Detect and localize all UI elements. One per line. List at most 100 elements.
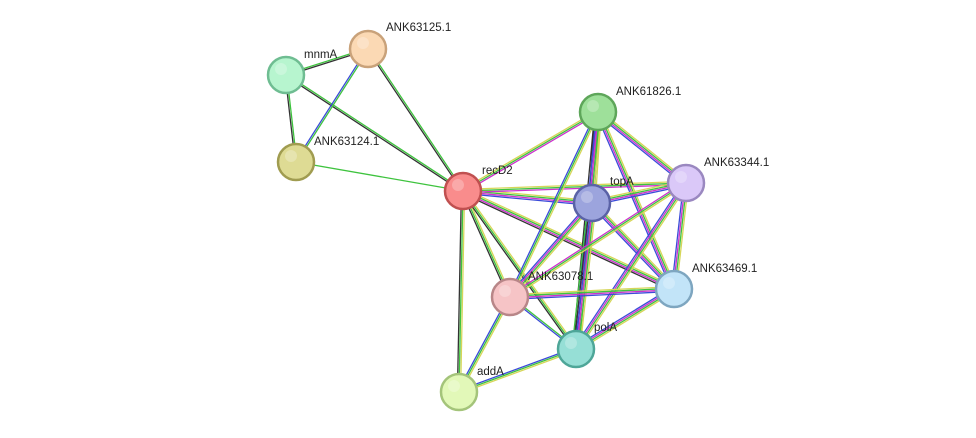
edge-recD2-ANK63469.1[interactable] <box>461 188 676 292</box>
node-label-recD2: recD2 <box>482 165 513 177</box>
edge-evidence-line <box>463 112 600 193</box>
node-label-topA: topA <box>610 176 634 188</box>
edge-polA-addA[interactable] <box>458 346 577 395</box>
edge-recD2-ANK61826.1[interactable] <box>461 110 600 193</box>
edge-evidence-line <box>459 349 577 395</box>
node-topA[interactable] <box>572 183 612 223</box>
edge-ANK61826.1-ANK63469.1[interactable] <box>595 110 677 291</box>
edge-evidence-line <box>458 348 577 393</box>
edge-evidence-line <box>574 286 674 348</box>
edge-evidence-line <box>511 204 595 300</box>
edge-evidence-line <box>458 346 576 392</box>
edge-evidence-line <box>462 111 599 192</box>
edge-evidence-line <box>509 287 674 297</box>
edge-evidence-line <box>510 203 594 298</box>
node-highlight <box>587 100 599 112</box>
edge-ANK63124.1-recD2[interactable] <box>295 161 464 192</box>
node-highlight <box>499 285 511 297</box>
edge-evidence-line <box>460 191 510 298</box>
edge-evidence-line <box>510 289 675 299</box>
node-highlight <box>663 277 675 289</box>
node-label-ANK63125.1: ANK63125.1 <box>386 22 451 34</box>
edge-evidence-line <box>510 183 688 299</box>
edge-evidence-line <box>295 161 464 192</box>
node-ANK63125.1[interactable] <box>348 29 388 69</box>
node-highlight <box>285 150 297 162</box>
edge-evidence-line <box>285 75 463 193</box>
edge-evidence-line <box>509 111 599 298</box>
edge-evidence-line <box>508 202 592 297</box>
edge-ANK63344.1-polA[interactable] <box>573 181 689 351</box>
node-ANK63078.1[interactable] <box>490 277 530 317</box>
edge-recD2-addA[interactable] <box>456 190 466 393</box>
edge-evidence-line <box>590 203 674 291</box>
edge-evidence-line <box>589 204 673 292</box>
node-ANK63124.1[interactable] <box>276 142 316 182</box>
edge-ANK63125.1-recD2[interactable] <box>366 48 465 192</box>
edge-evidence-line <box>579 203 597 350</box>
node-label-ANK61826.1: ANK61826.1 <box>616 86 681 98</box>
edge-evidence-line <box>459 191 466 393</box>
node-ANK63344.1[interactable] <box>666 163 706 203</box>
edge-evidence-line <box>456 190 463 392</box>
node-label-ANK63124.1: ANK63124.1 <box>314 136 379 148</box>
node-highlight <box>275 63 287 75</box>
edge-ANK61826.1-ANK63078.1[interactable] <box>507 111 601 298</box>
edge-evidence-line <box>573 181 685 349</box>
node-highlight <box>565 337 577 349</box>
node-highlight <box>357 37 369 49</box>
edge-evidence-line <box>507 111 598 297</box>
edge-evidence-line <box>462 191 674 291</box>
node-label-ANK63078.1: ANK63078.1 <box>528 271 593 283</box>
node-ANK61826.1[interactable] <box>578 92 618 132</box>
edge-recD2-ANK63344.1[interactable] <box>462 180 687 194</box>
edge-evidence-line <box>463 183 687 194</box>
edge-topA-ANK63469.1[interactable] <box>589 200 677 292</box>
node-addA[interactable] <box>439 372 479 412</box>
node-recD2[interactable] <box>443 171 483 211</box>
edge-evidence-line <box>510 112 601 298</box>
node-polA[interactable] <box>556 329 596 369</box>
edge-evidence-line <box>577 183 689 351</box>
edge-evidence-line <box>595 112 673 291</box>
edge-evidence-line <box>286 73 464 191</box>
edge-evidence-line <box>462 182 687 192</box>
edge-evidence-line <box>577 203 596 350</box>
node-ANK63469.1[interactable] <box>654 269 694 309</box>
edge-evidence-line <box>462 190 577 350</box>
edge-evidence-line <box>592 201 676 289</box>
node-mnmA[interactable] <box>266 55 306 95</box>
edge-ANK63125.1-ANK63124.1[interactable] <box>294 48 370 163</box>
edge-evidence-line <box>507 200 591 296</box>
edge-ANK63078.1-ANK63469.1[interactable] <box>509 285 675 301</box>
edge-evidence-line <box>463 188 676 288</box>
edge-evidence-line <box>461 192 674 292</box>
nodes-layer <box>266 29 706 412</box>
edge-evidence-line <box>509 182 687 298</box>
node-highlight <box>448 380 460 392</box>
edge-ANK63344.1-ANK63078.1[interactable] <box>508 181 688 299</box>
edge-evidence-line <box>571 202 589 349</box>
edge-evidence-line <box>461 191 576 351</box>
edge-topA-ANK63078.1[interactable] <box>507 200 595 300</box>
node-label-mnmA: mnmA <box>304 49 338 61</box>
edge-evidence-line <box>462 180 686 191</box>
edge-evidence-line <box>599 110 677 289</box>
edge-evidence-line <box>296 49 370 163</box>
edge-evidence-line <box>462 192 592 207</box>
edge-evidence-line <box>576 203 594 350</box>
node-highlight <box>452 179 464 191</box>
edge-topA-polA[interactable] <box>571 202 597 350</box>
edges-layer <box>284 47 690 395</box>
edge-evidence-line <box>593 200 677 288</box>
node-label-ANK63469.1: ANK63469.1 <box>692 263 757 275</box>
node-label-polA: polA <box>594 322 617 334</box>
edge-evidence-line <box>294 48 368 162</box>
edge-mnmA-recD2[interactable] <box>285 73 464 193</box>
edge-evidence-line <box>596 112 674 290</box>
edge-evidence-line <box>462 191 592 205</box>
edge-recD2-ANK63078.1[interactable] <box>460 190 513 298</box>
edge-evidence-line <box>509 285 674 296</box>
